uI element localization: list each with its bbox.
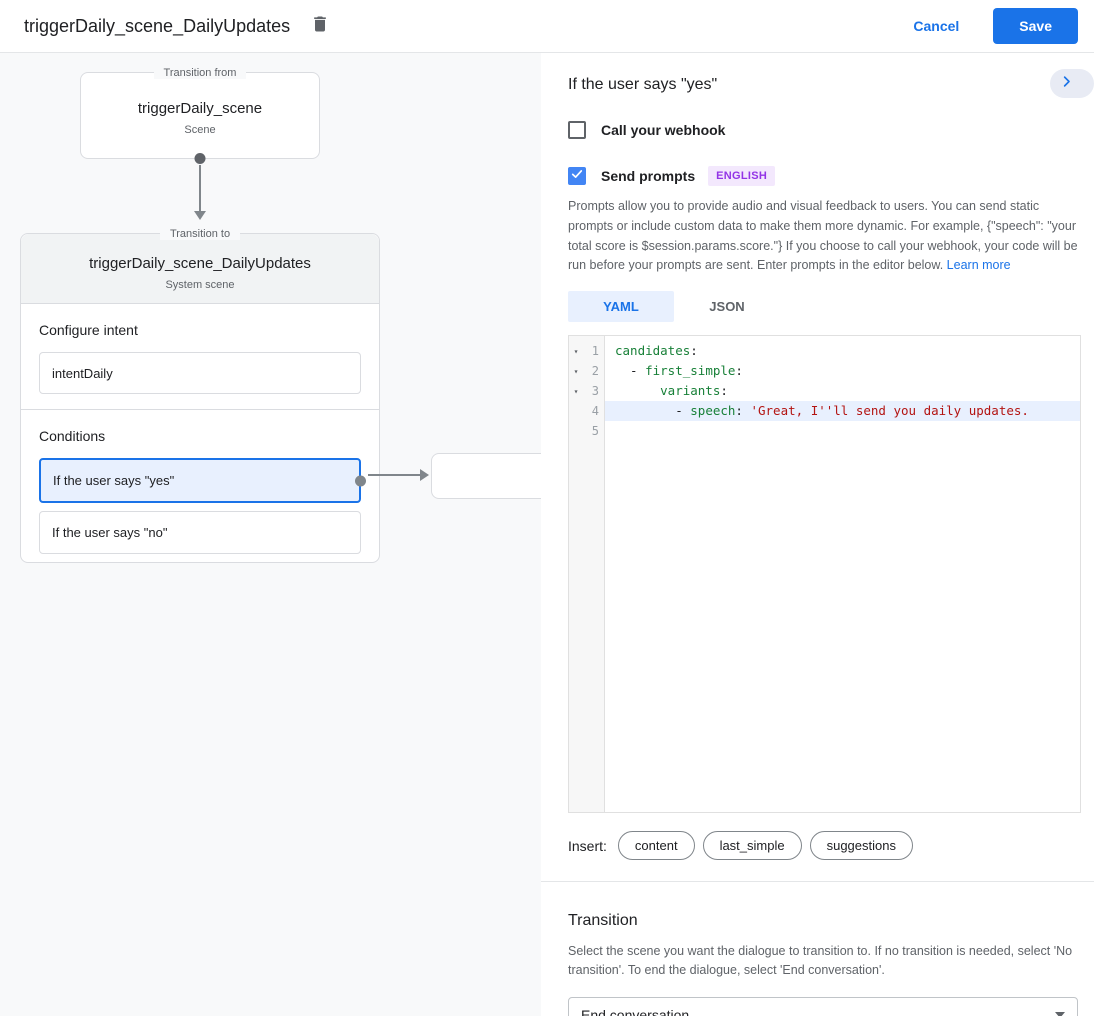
insert-chip-content[interactable]: content <box>617 831 695 860</box>
from-scene-type: Scene <box>184 124 216 136</box>
transition-to-legend: Transition to <box>21 226 379 241</box>
fold-arrow-icon[interactable]: ▾ <box>573 366 579 376</box>
transition-arrow-head <box>194 211 206 220</box>
intent-item[interactable]: intentDaily <box>39 352 361 394</box>
fold-arrow-icon[interactable]: ▾ <box>573 386 579 396</box>
condition-arrow-head <box>420 469 429 481</box>
trash-icon <box>310 14 330 39</box>
transition-description: Select the scene you want the dialogue t… <box>568 944 1073 978</box>
connector-dot <box>194 153 206 164</box>
webhook-checkbox-label: Call your webhook <box>601 122 726 138</box>
dropdown-caret-icon <box>1055 1012 1065 1016</box>
conditions-heading: Conditions <box>39 428 106 444</box>
editor-format-tabs: YAML JSON <box>568 291 1078 322</box>
condition-arrow-line <box>368 474 422 476</box>
code-line <box>605 421 1080 441</box>
fold-arrow-icon[interactable]: ▾ <box>573 346 579 356</box>
conditions-section: Conditions If the user says "yes" If the… <box>21 409 379 569</box>
transition-from-legend: Transition from <box>81 65 319 80</box>
connector-dot <box>355 475 366 486</box>
editor-code-area[interactable]: candidates: - first_simple: variants: - … <box>605 336 1080 812</box>
to-scene-name: triggerDaily_scene_DailyUpdates <box>89 255 311 272</box>
condition-detail-panel: If the user says "yes" Call your webhook… <box>541 53 1094 1016</box>
line-number: 4 <box>591 404 599 418</box>
prompts-description-text: Prompts allow you to provide audio and v… <box>568 199 1078 273</box>
insert-chip-suggestions[interactable]: suggestions <box>809 831 913 860</box>
line-number: 1 <box>591 344 599 358</box>
send-prompts-row[interactable]: Send prompts ENGLISH <box>568 166 1078 186</box>
transition-to-node[interactable]: Transition to triggerDaily_scene_DailyUp… <box>20 228 380 563</box>
send-prompts-checkbox-label: Send prompts <box>601 168 696 184</box>
tab-yaml[interactable]: YAML <box>568 291 674 322</box>
condition-label: If the user says "yes" <box>53 473 175 488</box>
call-webhook-row[interactable]: Call your webhook <box>568 121 1078 139</box>
transition-selected-value: End conversation <box>581 1007 690 1016</box>
line-number: 5 <box>591 424 599 438</box>
prompt-code-editor[interactable]: ▾ 1 ▾ 2 ▾ 3 4 5 candidates: - first_simple:… <box>568 335 1081 813</box>
insert-chips-row: Insert: content last_simple suggestions <box>568 831 1078 860</box>
delete-scene-button[interactable] <box>308 14 332 38</box>
transition-select[interactable]: End conversation <box>568 996 1078 1016</box>
condition-item-no[interactable]: If the user says "no" <box>39 511 361 554</box>
tab-json[interactable]: JSON <box>709 299 745 314</box>
transition-heading: Transition <box>568 912 638 929</box>
line-number: 3 <box>591 384 599 398</box>
save-button[interactable]: Save <box>993 8 1078 44</box>
chevron-right-icon <box>1059 74 1074 94</box>
section-divider <box>541 881 1094 882</box>
to-scene-header: triggerDaily_scene_DailyUpdates System s… <box>21 234 379 304</box>
send-prompts-checkbox[interactable] <box>568 167 586 185</box>
collapse-panel-button[interactable] <box>1050 69 1094 98</box>
transition-from-node[interactable]: Transition from triggerDaily_scene Scene <box>80 67 320 164</box>
page-title: triggerDaily_scene_DailyUpdates <box>24 15 291 36</box>
top-bar: triggerDaily_scene_DailyUpdates Cancel S… <box>0 0 1094 53</box>
configure-intent-section: Configure intent intentDaily <box>21 304 379 409</box>
condition-label: If the user says "no" <box>52 525 168 540</box>
scene-flow-canvas: Transition from triggerDaily_scene Scene… <box>0 53 571 1016</box>
to-scene-type: System scene <box>165 279 235 291</box>
insert-label: Insert: <box>568 837 607 854</box>
code-line-active: - speech: 'Great, I''ll send you daily u… <box>605 401 1080 421</box>
code-line: variants: <box>660 383 728 398</box>
code-line: candidates: <box>615 343 698 358</box>
line-number: 2 <box>591 364 599 378</box>
editor-gutter: ▾ 1 ▾ 2 ▾ 3 4 5 <box>569 336 605 812</box>
condition-item-yes[interactable]: If the user says "yes" <box>39 458 366 503</box>
check-icon <box>570 167 584 186</box>
cancel-button[interactable]: Cancel <box>913 18 960 34</box>
detail-title: If the user says "yes" <box>568 76 718 93</box>
insert-chip-last-simple[interactable]: last_simple <box>702 831 802 860</box>
prompts-description: Prompts allow you to provide audio and v… <box>568 197 1080 276</box>
configure-intent-heading: Configure intent <box>39 322 138 338</box>
code-line: - first_simple: <box>615 363 743 378</box>
learn-more-link[interactable]: Learn more <box>946 258 1011 273</box>
language-badge: ENGLISH <box>708 166 776 186</box>
webhook-checkbox[interactable] <box>568 121 586 139</box>
from-scene-name: triggerDaily_scene <box>137 100 263 117</box>
transition-arrow-line <box>199 165 201 213</box>
